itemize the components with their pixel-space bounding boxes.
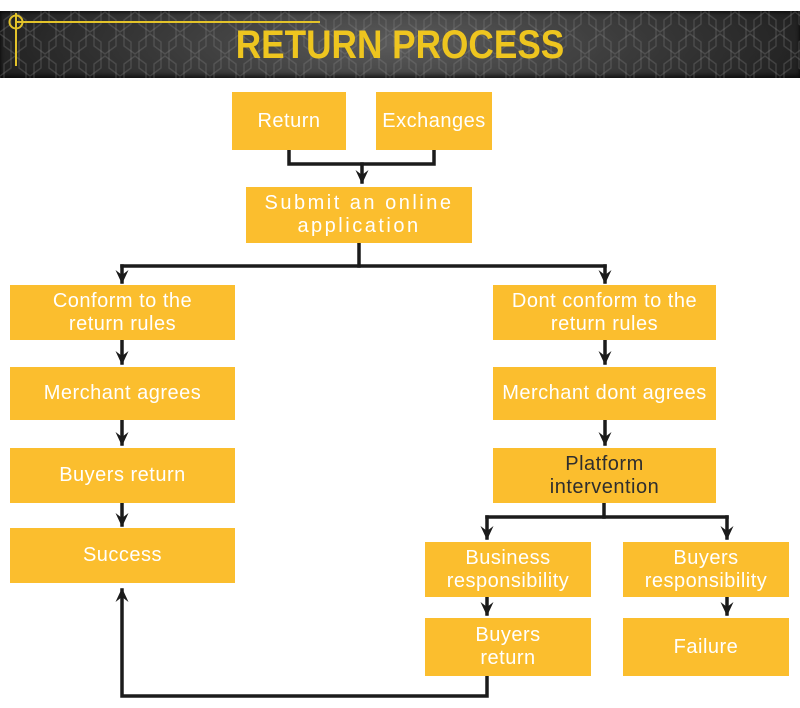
node-buyers-responsibility: Buyers responsibility <box>623 542 789 597</box>
node-label: return rules <box>550 312 659 335</box>
node-label: return rules <box>68 312 177 335</box>
node-label: Failure <box>673 635 739 658</box>
node-success: Success <box>10 528 235 583</box>
node-label: Buyers <box>673 546 739 569</box>
node-label: Business <box>465 546 551 569</box>
node-label: Buyers return <box>59 464 186 486</box>
node-label: application <box>297 215 421 237</box>
node-platform-intervention: Platform intervention <box>493 448 716 503</box>
node-buyers-return-left: Buyers return <box>10 448 235 503</box>
node-label: Success <box>82 544 163 566</box>
node-exchanges: Exchanges <box>376 92 492 150</box>
node-dont-conform-rules: Dont conform to the return rules <box>493 285 716 340</box>
node-label: Exchanges <box>382 109 486 132</box>
node-buyers-return-bottom: Buyers return <box>425 618 591 676</box>
node-return: Return <box>232 92 346 150</box>
crosshair-icon <box>8 13 320 66</box>
node-label: Buyers <box>475 624 541 646</box>
node-label: Merchant dont agrees <box>502 382 707 404</box>
page-title: RETURN PROCESS <box>235 23 565 67</box>
node-submit-application: Submit an online application <box>246 187 472 243</box>
node-label: Conform to the <box>52 289 193 312</box>
node-merchant-dont-agrees: Merchant dont agrees <box>493 367 716 420</box>
node-label: Submit an online <box>264 192 454 214</box>
node-label: Merchant agrees <box>43 382 202 404</box>
node-label: Dont conform to the <box>511 289 698 312</box>
node-label: return <box>480 647 536 669</box>
node-merchant-agrees: Merchant agrees <box>10 367 235 420</box>
node-business-responsibility: Business responsibility <box>425 542 591 597</box>
node-label: Platform <box>565 452 644 475</box>
node-label: responsibility <box>644 569 768 592</box>
node-label: Return <box>257 109 321 132</box>
connector-return-exchanges-join <box>287 148 436 166</box>
node-label: responsibility <box>446 569 570 592</box>
node-label: intervention <box>549 475 660 498</box>
node-failure: Failure <box>623 618 789 676</box>
header-banner: RETURN PROCESS <box>0 11 800 78</box>
node-conform-rules: Conform to the return rules <box>10 285 235 340</box>
